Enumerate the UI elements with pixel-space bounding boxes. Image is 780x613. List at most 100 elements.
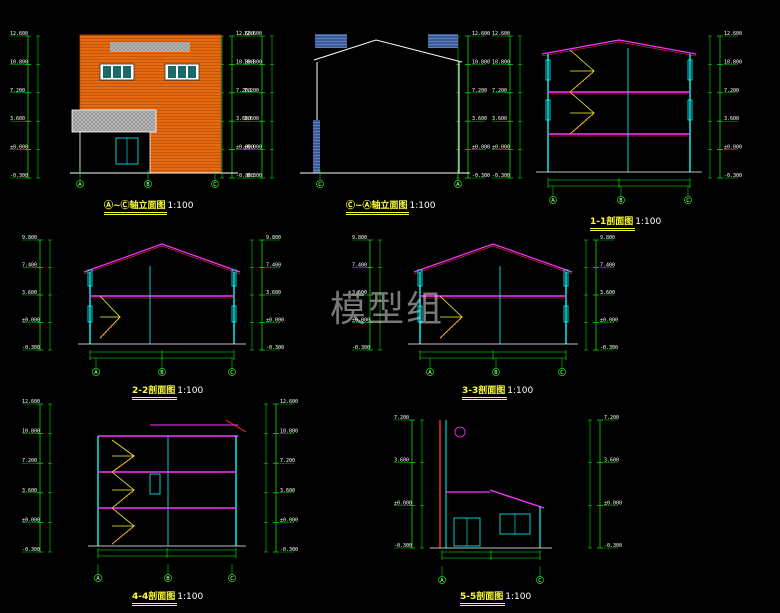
level-label: -0.300 — [492, 173, 510, 179]
level-label: -0.300 — [10, 173, 28, 179]
level-label: 3.600 — [472, 116, 487, 122]
axis-label: C — [318, 182, 322, 188]
axis-label: A — [440, 578, 444, 584]
level-label: 7.400 — [352, 263, 367, 269]
section-5: 7.2003.600±0.000-0.3007.2003.600±0.000-0… — [394, 415, 622, 584]
level-label: ±0.000 — [280, 517, 298, 523]
level-label: 3.600 — [10, 116, 25, 122]
axis-label: B — [160, 370, 164, 376]
roof-block-left — [315, 34, 347, 48]
entrance-recess — [79, 131, 151, 174]
level-label: 7.200 — [236, 88, 251, 94]
level-label: 10.800 — [236, 59, 254, 65]
level-label: -0.300 — [244, 173, 262, 179]
level-label: ±0.000 — [352, 318, 370, 324]
axis-label: C — [230, 576, 234, 582]
level-label: 7.200 — [22, 458, 37, 464]
level-label: ±0.000 — [244, 145, 262, 151]
level-label: 7.400 — [266, 263, 281, 269]
stair-flight-2 — [111, 439, 135, 457]
level-label: 12.600 — [10, 31, 28, 37]
level-label: 12.600 — [22, 399, 40, 405]
axis-bubble — [211, 180, 219, 188]
axis-bubble — [438, 576, 446, 584]
level-label: 7.200 — [604, 415, 619, 421]
level-label: 9.800 — [22, 235, 37, 241]
level-label: -0.300 — [724, 173, 742, 179]
roof-block-right — [428, 34, 458, 48]
window-section — [545, 59, 551, 81]
axis-bubble — [558, 368, 566, 376]
level-label: ±0.000 — [22, 318, 40, 324]
roof — [541, 39, 697, 55]
level-label: 7.200 — [492, 88, 507, 94]
level-label: 10.800 — [492, 59, 510, 65]
level-label: ±0.000 — [266, 318, 284, 324]
window-section — [687, 59, 693, 81]
plinth-left — [313, 120, 320, 173]
level-label: -0.300 — [280, 547, 298, 553]
level-label: 9.800 — [600, 235, 615, 241]
axis-label: B — [166, 576, 170, 582]
level-label: 10.800 — [724, 59, 742, 65]
level-label: -0.300 — [472, 173, 490, 179]
level-label: -0.300 — [352, 345, 370, 351]
level-label: 10.800 — [22, 429, 40, 435]
axis-label: C — [230, 370, 234, 376]
axis-bubble — [316, 180, 324, 188]
level-label: 3.600 — [22, 290, 37, 296]
window-section — [231, 269, 237, 287]
canopy-tile — [71, 109, 157, 133]
level-label: 3.600 — [394, 458, 409, 464]
axis-bubble — [76, 180, 84, 188]
level-label: 7.400 — [600, 263, 615, 269]
axis-label: C — [213, 182, 217, 188]
roof — [83, 243, 241, 273]
level-label: ±0.000 — [394, 500, 412, 506]
roof-profile — [313, 39, 463, 63]
window-section — [231, 305, 237, 323]
level-label: 3.600 — [280, 488, 295, 494]
stair-flight-2 — [569, 91, 595, 114]
level-label: 9.800 — [266, 235, 281, 241]
axis-label: C — [560, 370, 564, 376]
axis-label: C — [538, 578, 542, 584]
window-section — [687, 99, 693, 121]
level-label: 3.600 — [266, 290, 281, 296]
axis-bubble — [536, 576, 544, 584]
axis-bubble — [684, 196, 692, 204]
level-label: -0.300 — [394, 543, 412, 549]
window-section — [563, 269, 569, 287]
stair-flight-2 — [439, 295, 463, 318]
level-label: ±0.000 — [600, 318, 618, 324]
level-label: 12.600 — [724, 31, 742, 37]
axis-bubble — [454, 180, 462, 188]
axis-label: A — [428, 370, 432, 376]
level-label: 3.600 — [604, 458, 619, 464]
elevation-a-c: 12.60010.8007.2003.600±0.000-0.30012.600… — [10, 31, 254, 188]
level-label: 3.600 — [236, 116, 251, 122]
level-label: ±0.000 — [604, 500, 622, 506]
axis-bubble — [228, 574, 236, 582]
level-label: 3.600 — [244, 116, 259, 122]
level-label: ±0.000 — [236, 145, 254, 151]
glass — [178, 66, 186, 78]
axis-bubble — [426, 368, 434, 376]
level-label: 12.600 — [280, 399, 298, 405]
axis-bubble — [492, 368, 500, 376]
stair-flight-2 — [99, 295, 121, 318]
axis-bubble — [617, 196, 625, 204]
level-label: -0.300 — [236, 173, 254, 179]
stair-flight-2 — [111, 507, 135, 527]
level-label: -0.300 — [22, 345, 40, 351]
level-label: 10.800 — [10, 59, 28, 65]
roof-inner — [413, 245, 573, 275]
axis-bubble — [92, 368, 100, 376]
stair-flight-2 — [569, 49, 595, 72]
